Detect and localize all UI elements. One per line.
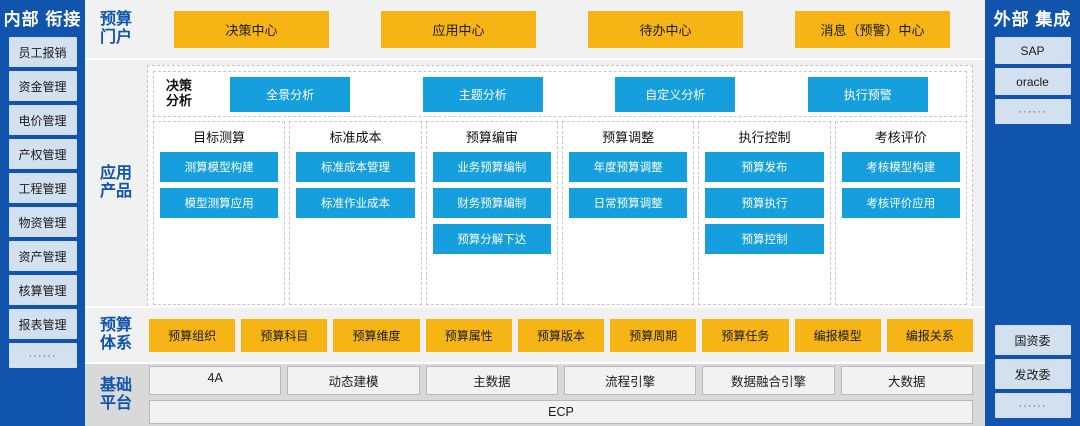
app-column-standard-cost: 标准成本 标准成本管理 标准作业成本 (289, 121, 422, 305)
system-item-attribute[interactable]: 预算属性 (425, 318, 512, 352)
left-rail-item-2[interactable]: 电价管理 (8, 105, 77, 136)
app-item-budget-decomposition[interactable]: 预算分解下达 (432, 224, 551, 254)
portal-item-decision-center[interactable]: 决策中心 (174, 10, 329, 48)
app-item-business-budget[interactable]: 业务预算编制 (432, 152, 551, 182)
left-rail-item-8[interactable]: 报表管理 (8, 309, 77, 340)
application-products-body: 决策 分析 全景分析 主题分析 自定义分析 执行预警 目标测算 测算模型构建 (147, 60, 985, 311)
left-rail-item-5[interactable]: 物资管理 (8, 207, 77, 238)
app-column-title: 执行控制 (738, 130, 791, 145)
app-column-budget-adjustment: 预算调整 年度预算调整 日常预算调整 (561, 121, 695, 305)
budget-system-band: 预算 体系 预算组织 预算科目 预算维度 预算属性 预算版本 预算周期 预算任务… (85, 308, 985, 364)
app-column-title: 标准成本 (329, 130, 382, 145)
portal-item-todo-center[interactable]: 待办中心 (588, 10, 743, 48)
app-column-budget-compilation: 预算编审 业务预算编制 财务预算编制 预算分解下达 (425, 121, 558, 305)
app-item-financial-budget[interactable]: 财务预算编制 (432, 188, 551, 218)
decision-item-panorama-analysis[interactable]: 全景分析 (230, 76, 351, 112)
portal-row: 决策中心 应用中心 待办中心 消息（预警）中心 (147, 0, 985, 58)
app-column-title: 预算调整 (602, 130, 655, 145)
system-item-cycle[interactable]: 预算周期 (610, 318, 697, 352)
system-item-dimension[interactable]: 预算维度 (333, 318, 420, 352)
app-item-daily-adjustment[interactable]: 日常预算调整 (568, 188, 688, 218)
right-rail-item-more-bottom[interactable]: ······ (994, 393, 1071, 418)
platform-item-data-fusion-engine[interactable]: 数据融合引擎 (702, 366, 835, 395)
platform-item-ecp[interactable]: ECP (149, 400, 973, 424)
decision-item-custom-analysis[interactable]: 自定义分析 (615, 76, 736, 112)
budget-system-label: 预算 体系 (99, 316, 132, 352)
decision-analysis-items: 全景分析 主题分析 自定义分析 执行预警 (198, 76, 960, 112)
right-rail-item-more-top[interactable]: ······ (994, 99, 1071, 125)
system-item-report-model[interactable]: 编报模型 (794, 318, 881, 352)
budget-system-row: 预算组织 预算科目 预算维度 预算属性 预算版本 预算周期 预算任务 编报模型 … (147, 308, 985, 362)
center-column: 预算 门户 决策中心 应用中心 待办中心 消息（预警）中心 应用 产品 决策 分… (85, 0, 985, 426)
left-rail-item-4[interactable]: 工程管理 (8, 173, 77, 204)
foundation-platform-base-row: ECP (149, 400, 973, 424)
app-column-title: 目标测算 (193, 130, 246, 145)
application-products-band: 应用 产品 决策 分析 全景分析 主题分析 自定义分析 执行预警 (85, 60, 985, 311)
app-item-annual-adjustment[interactable]: 年度预算调整 (568, 152, 688, 182)
foundation-platform-content: 4A 动态建模 主数据 流程引擎 数据融合引擎 大数据 ECP (147, 364, 985, 426)
application-products-panel: 决策 分析 全景分析 主题分析 自定义分析 执行预警 目标测算 测算模型构建 (147, 65, 973, 311)
right-rail-item-sasac[interactable]: 国资委 (994, 325, 1071, 355)
app-item-assessment-apply[interactable]: 考核评价应用 (841, 188, 960, 218)
system-item-version[interactable]: 预算版本 (517, 318, 605, 352)
foundation-platform-row: 4A 动态建模 主数据 流程引擎 数据融合引擎 大数据 (149, 366, 973, 395)
portal-body: 决策中心 应用中心 待办中心 消息（预警）中心 (147, 0, 985, 58)
budget-system-body: 预算组织 预算科目 预算维度 预算属性 预算版本 预算周期 预算任务 编报模型 … (147, 308, 985, 362)
left-rail-item-more[interactable]: ······ (8, 343, 77, 369)
application-products-label: 应用 产品 (99, 164, 132, 200)
app-column-assessment-evaluation: 考核评价 考核模型构建 考核评价应用 (834, 121, 967, 305)
platform-item-4a[interactable]: 4A (149, 366, 282, 395)
left-rail-item-1[interactable]: 资金管理 (8, 71, 77, 102)
right-rail-item-sap[interactable]: SAP (994, 37, 1071, 65)
decision-analysis-label: 决策 分析 (165, 78, 192, 108)
app-column-title: 考核评价 (874, 130, 927, 145)
left-rail-item-6[interactable]: 资产管理 (8, 241, 77, 272)
system-item-subject[interactable]: 预算科目 (241, 318, 328, 352)
platform-item-dynamic-modeling[interactable]: 动态建模 (287, 366, 420, 395)
system-item-organization[interactable]: 预算组织 (149, 318, 236, 352)
platform-item-master-data[interactable]: 主数据 (425, 366, 558, 395)
foundation-platform-label: 基础 平台 (99, 376, 132, 412)
right-rail-item-oracle[interactable]: oracle (994, 68, 1071, 96)
app-item-budget-release[interactable]: 预算发布 (705, 152, 824, 182)
left-rail-internal-integration: 内部 衔接 员工报销 资金管理 电价管理 产权管理 工程管理 物资管理 资产管理… (0, 0, 85, 426)
system-item-task[interactable]: 预算任务 (702, 318, 789, 352)
app-column-execution-control: 执行控制 预算发布 预算执行 预算控制 (698, 121, 831, 305)
app-column-title: 预算编审 (465, 130, 518, 145)
left-rail-item-0[interactable]: 员工报销 (8, 37, 77, 68)
system-item-report-relation[interactable]: 编报关系 (886, 318, 973, 352)
right-rail-item-ndrc[interactable]: 发改委 (994, 359, 1071, 389)
decision-analysis-row: 决策 分析 全景分析 主题分析 自定义分析 执行预警 (153, 71, 967, 117)
app-item-assessment-model-build[interactable]: 考核模型构建 (841, 152, 960, 182)
portal-item-message-center[interactable]: 消息（预警）中心 (795, 10, 950, 48)
app-item-standard-activity-cost[interactable]: 标准作业成本 (296, 188, 415, 218)
right-rail-title: 外部 集成 (993, 10, 1072, 29)
portal-item-application-center[interactable]: 应用中心 (381, 10, 536, 48)
decision-item-execution-alert[interactable]: 执行预警 (807, 76, 928, 112)
left-rail-title: 内部 衔接 (3, 10, 82, 29)
platform-item-big-data[interactable]: 大数据 (840, 366, 973, 395)
foundation-platform-band: 基础 平台 4A 动态建模 主数据 流程引擎 数据融合引擎 大数据 ECP (85, 364, 985, 426)
app-item-model-apply[interactable]: 模型测算应用 (160, 188, 279, 218)
decision-item-topic-analysis[interactable]: 主题分析 (422, 76, 543, 112)
app-item-budget-control[interactable]: 预算控制 (705, 224, 824, 254)
platform-item-process-engine[interactable]: 流程引擎 (563, 366, 697, 395)
left-rail-item-7[interactable]: 核算管理 (8, 275, 77, 306)
application-columns: 目标测算 测算模型构建 模型测算应用 标准成本 标准成本管理 标准作业成本 预算… (153, 121, 967, 305)
portal-label: 预算 门户 (99, 10, 132, 46)
right-rail-external-integration: 外部 集成 SAP oracle ······ 国资委 发改委 ······ (985, 0, 1080, 426)
portal-band: 预算 门户 决策中心 应用中心 待办中心 消息（预警）中心 (85, 0, 985, 60)
app-item-standard-cost-mgmt[interactable]: 标准成本管理 (296, 152, 415, 182)
app-item-budget-execution[interactable]: 预算执行 (705, 188, 824, 218)
foundation-platform-body: 4A 动态建模 主数据 流程引擎 数据融合引擎 大数据 ECP (147, 364, 985, 426)
left-rail-item-3[interactable]: 产权管理 (8, 139, 77, 170)
app-item-model-build[interactable]: 测算模型构建 (160, 152, 279, 182)
app-column-target-estimation: 目标测算 测算模型构建 模型测算应用 (153, 121, 286, 305)
